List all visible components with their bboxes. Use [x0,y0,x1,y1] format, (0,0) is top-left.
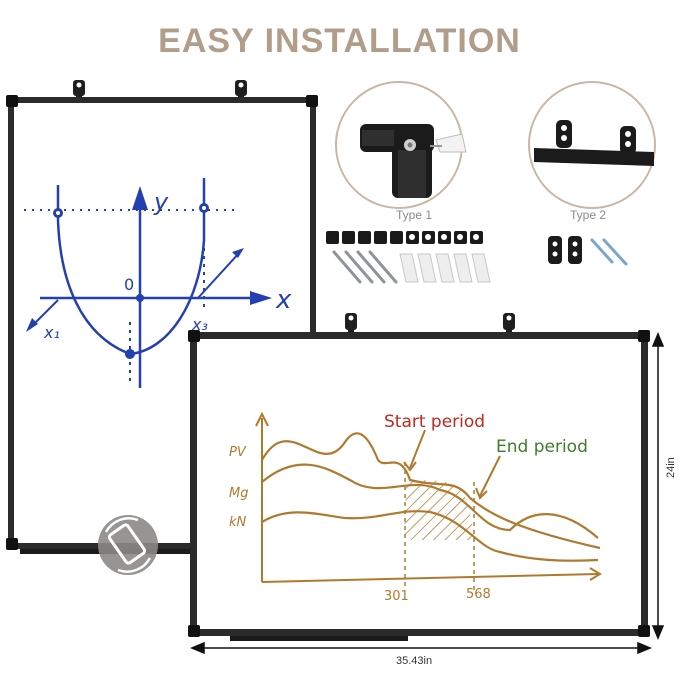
rotate-icon [98,515,158,575]
type2-parts [548,236,628,266]
math-points [53,203,209,359]
type2-detail [528,81,656,209]
end-period-label: End period [496,437,588,457]
headline: EASY INSTALLATION [158,22,521,60]
hanger-bracket-icon [548,236,582,264]
bracket-icon [534,120,654,166]
portrait-hanger-right [235,80,247,99]
pv-label: PV [229,445,247,460]
graph-sketch [255,411,602,590]
origin-label: 0 [124,275,134,294]
axis-y-label: y [153,188,169,216]
type1-parts [326,231,491,284]
type1-detail [335,81,467,209]
tick-568: 568 [466,587,491,602]
x3-label: x₃ [191,315,208,334]
screw-icon [332,250,398,284]
height-dimension-label: 24in [665,457,677,478]
axis-x-label: x [275,285,292,315]
height-dimension [651,332,665,640]
width-dimension-label: 35.43in [396,655,433,667]
mg-label: Mg [229,486,248,501]
corner-bracket-icon [360,124,434,198]
type2-label: Type 2 [570,208,606,222]
landscape-hanger-right [503,313,515,335]
tick-301: 301 [384,589,409,604]
portrait-hanger-left [73,80,85,99]
width-dimension [190,641,652,655]
wall-anchor-icon [430,133,467,153]
x1-label: x₁ [43,323,60,342]
kn-label: kN [229,515,247,530]
corner-caps [326,231,483,244]
landscape-hanger-left [345,313,357,335]
anchor-icon [399,253,491,283]
type1-label: Type 1 [396,208,432,222]
screw-icon [590,238,628,266]
landscape-whiteboard: Start period End period PV Mg kN 301 568 [188,313,650,641]
start-period-label: Start period [384,412,485,432]
